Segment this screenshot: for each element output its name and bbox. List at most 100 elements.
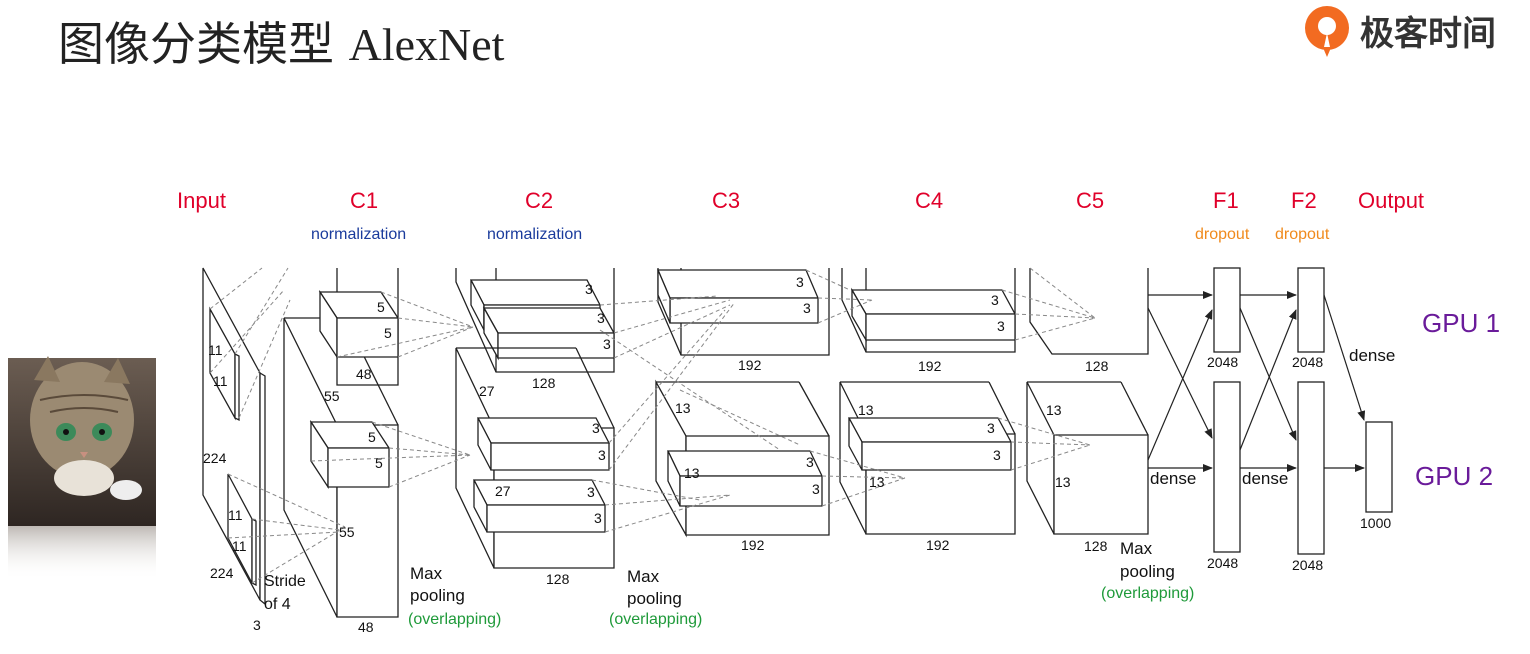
label-c3-dims-k3c: 3 xyxy=(806,454,814,470)
label-pooling-p1-b: pooling xyxy=(410,586,465,605)
label-fc-dims-f1bot: 2048 xyxy=(1207,555,1238,571)
label-c1-dims-k5c: 5 xyxy=(368,429,376,445)
input-volume-edge xyxy=(259,371,266,606)
label-c1-dims-k5a: 5 xyxy=(377,299,385,315)
label-c3-dims-k3a: 3 xyxy=(796,274,804,290)
dense-arrows xyxy=(1147,291,1366,472)
label-c3-dims-w13: 13 xyxy=(684,465,700,481)
label-c5-dims-d128top: 128 xyxy=(1085,358,1109,374)
label-c3-dims-d192top: 192 xyxy=(738,357,762,373)
label-pooling-p3-a: Max xyxy=(1120,539,1153,558)
label-c4-dims-k3d: 3 xyxy=(993,447,1001,463)
label-c4-dims-w13: 13 xyxy=(869,474,885,490)
label-c2-dims-d128bot: 128 xyxy=(546,571,570,587)
c2-normalization: normalization xyxy=(487,226,582,243)
f1-top-layer xyxy=(1213,267,1241,353)
stage-c4: C4 xyxy=(915,188,943,213)
label-dense-d2: dense xyxy=(1242,469,1288,488)
label-dense-d3: dense xyxy=(1349,346,1395,365)
label-pooling-p2-a: Max xyxy=(627,567,660,586)
f1-dropout: dropout xyxy=(1195,226,1250,243)
gpu-labels: GPU 1 GPU 2 xyxy=(1415,308,1500,491)
label-c3-dims-d192bot: 192 xyxy=(741,537,765,553)
label-c1-dims-k5d: 5 xyxy=(375,455,383,471)
label-pooling-p2-b: pooling xyxy=(627,589,682,608)
label-c1-dims-h55: 55 xyxy=(324,388,340,404)
stage-notes: normalization normalization dropout drop… xyxy=(311,226,1330,243)
f2-top-layer xyxy=(1297,267,1325,353)
label-c3-dims-k3b: 3 xyxy=(803,300,811,316)
f2-bottom-layer xyxy=(1297,381,1325,555)
label-dense-d1: dense xyxy=(1150,469,1196,488)
label-c2-dims-k3e: 3 xyxy=(598,447,606,463)
label-input-dims-w224: 224 xyxy=(210,565,234,581)
dimension-labels: 11 11 224 11 11 224 3 Stride of 4 5 5 48… xyxy=(203,274,1391,635)
stage-input: Input xyxy=(177,188,226,213)
label-pooling-p3-b: pooling xyxy=(1120,562,1175,581)
label-c4-dims-k3b: 3 xyxy=(997,318,1005,334)
stage-c1: C1 xyxy=(350,188,378,213)
label-input-dims-stride-2: of 4 xyxy=(264,596,291,613)
label-input-dims-k11a: 11 xyxy=(208,342,223,358)
label-fc-dims-f2top: 2048 xyxy=(1292,354,1323,370)
label-c1-dims-w55: 55 xyxy=(339,524,355,540)
f2-dropout: dropout xyxy=(1275,226,1330,243)
label-pooling-p3-c: (overlapping) xyxy=(1101,585,1194,602)
brand-logo: 极客时间 xyxy=(1302,0,1496,60)
label-input-dims-d3: 3 xyxy=(253,617,261,633)
page-title: 图像分类模型 AlexNet xyxy=(58,8,504,74)
output-layer xyxy=(1365,421,1393,513)
c5-top-volume xyxy=(1029,268,1149,355)
label-c3-dims-k3d: 3 xyxy=(812,481,820,497)
page-title-en: AlexNet xyxy=(348,19,505,70)
layer-shapes xyxy=(202,267,1393,618)
label-c4-dims-k3a: 3 xyxy=(991,292,999,308)
gpu2-label: GPU 2 xyxy=(1415,461,1493,491)
dense-labels: dense dense dense xyxy=(1150,346,1395,488)
geektime-logo-icon xyxy=(1305,6,1349,57)
label-pooling-p2-c: (overlapping) xyxy=(609,611,702,628)
label-c4-dims-h13: 13 xyxy=(858,402,874,418)
label-input-dims-k11c: 11 xyxy=(228,507,243,523)
label-input-dims-stride-1: Stride xyxy=(264,573,306,590)
label-c2-dims-k3b: 3 xyxy=(597,310,605,326)
label-c4-dims-d192top: 192 xyxy=(918,358,942,374)
f1-bottom-layer xyxy=(1213,381,1241,553)
label-c1-dims-d48top: 48 xyxy=(356,366,372,382)
label-c3-dims-h13: 13 xyxy=(675,400,691,416)
label-fc-dims-out: 1000 xyxy=(1360,515,1391,531)
stage-labels: Input C1 C2 C3 C4 C5 F1 F2 Output xyxy=(177,188,1424,213)
gpu1-label: GPU 1 xyxy=(1422,308,1500,338)
stage-f2: F2 xyxy=(1291,188,1317,213)
stage-c5: C5 xyxy=(1076,188,1104,213)
stage-output: Output xyxy=(1358,188,1424,213)
label-c2-dims-k3f: 3 xyxy=(587,484,595,500)
label-c2-dims-d128top: 128 xyxy=(532,375,556,391)
stage-c3: C3 xyxy=(712,188,740,213)
label-pooling-p1-a: Max xyxy=(410,564,443,583)
brand-text: 极客时间 xyxy=(1360,13,1496,54)
label-c2-dims-w27: 27 xyxy=(495,483,511,499)
label-fc-dims-f2bot: 2048 xyxy=(1292,557,1323,573)
label-c4-dims-d192bot: 192 xyxy=(926,537,950,553)
label-c2-dims-k3d: 3 xyxy=(592,420,600,436)
cat-image xyxy=(8,356,156,580)
stage-f1: F1 xyxy=(1213,188,1239,213)
page-title-cn: 图像分类模型 xyxy=(58,17,334,71)
label-input-dims-h224: 224 xyxy=(203,450,227,466)
label-c5-dims-w13: 13 xyxy=(1055,474,1071,490)
label-c1-dims-k5b: 5 xyxy=(384,325,392,341)
pooling-labels: Max pooling (overlapping) Max pooling (o… xyxy=(408,539,1194,628)
label-fc-dims-f1top: 2048 xyxy=(1207,354,1238,370)
c1-normalization: normalization xyxy=(311,226,406,243)
label-input-dims-k11d: 11 xyxy=(232,538,247,554)
label-c5-dims-d128bot: 128 xyxy=(1084,538,1108,554)
label-c2-dims-k3a: 3 xyxy=(585,281,593,297)
label-c1-dims-d48bot: 48 xyxy=(358,619,374,635)
label-c2-dims-k3c: 3 xyxy=(603,336,611,352)
stage-c2: C2 xyxy=(525,188,553,213)
label-c2-dims-k3c: 3 xyxy=(594,510,602,526)
label-pooling-p1-c: (overlapping) xyxy=(408,611,501,628)
label-c5-dims-h13: 13 xyxy=(1046,402,1062,418)
